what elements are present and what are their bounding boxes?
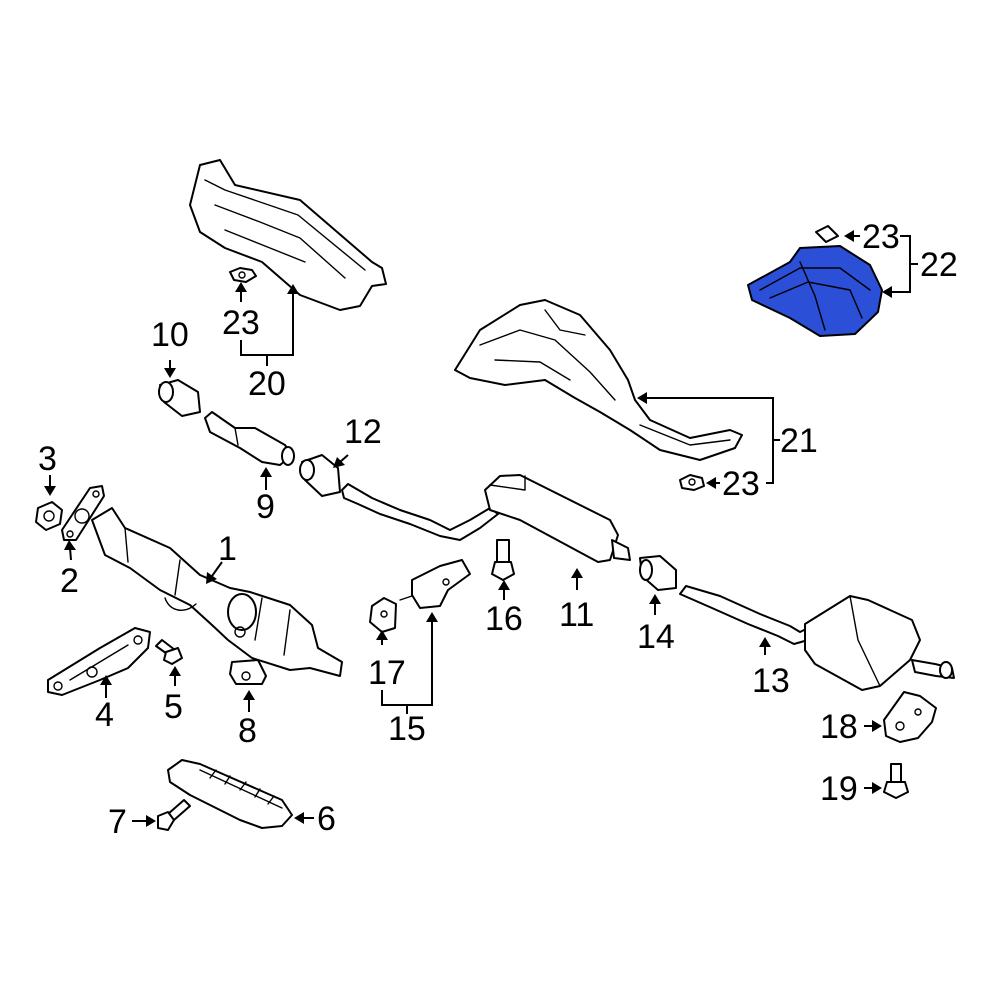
callout-2: 2: [60, 562, 79, 600]
part-12-clamp[interactable]: [299, 454, 341, 497]
callout-13-arrow: [759, 637, 771, 655]
callout-21-bracket: [637, 392, 780, 484]
callout-21: 21: [780, 422, 818, 460]
callout-4: 4: [95, 696, 114, 734]
callout-19: 19: [820, 770, 858, 808]
callout-23-front-arrow: [235, 282, 247, 302]
callout-11-arrow: [571, 568, 583, 590]
callout-16-arrow: [498, 580, 510, 600]
callout-10-arrow: [164, 360, 176, 378]
part-23-clip-top[interactable]: [815, 225, 839, 243]
callout-2-arrow: [64, 540, 76, 561]
part-18-bracket[interactable]: [883, 691, 937, 743]
part-3-nut[interactable]: [35, 501, 63, 531]
part-23-clip-front[interactable]: [229, 267, 257, 283]
part-4-bracket[interactable]: [47, 627, 151, 696]
part-14-clamp[interactable]: [639, 555, 677, 591]
part-20-front-heat-shield[interactable]: [189, 159, 387, 311]
callout-11: 11: [559, 596, 594, 634]
part-21-tunnel-heat-shield[interactable]: [454, 299, 743, 461]
callout-1: 1: [218, 530, 237, 568]
callout-1-arrow: [206, 561, 223, 584]
part-10-clamp[interactable]: [158, 379, 201, 417]
part-13-rear-muffler[interactable]: [679, 585, 955, 691]
callout-18-arrow: [864, 720, 882, 732]
callout-23-rear-arrow: [706, 477, 720, 489]
callout-6-arrow: [294, 812, 314, 824]
callout-4-arrow: [100, 675, 112, 698]
callout-23-top-arrow: [844, 230, 860, 242]
callout-10: 10: [151, 316, 189, 354]
part-2-gasket[interactable]: [61, 485, 105, 541]
callout-6: 6: [317, 800, 336, 838]
callout-15: 15: [388, 710, 426, 748]
part-11-intermediate-pipe[interactable]: [341, 474, 631, 563]
callout-13: 13: [752, 662, 790, 700]
callout-5: 5: [164, 688, 183, 726]
callout-7-arrow: [132, 815, 156, 827]
part-23-clip-rear[interactable]: [679, 474, 705, 491]
callout-17: 17: [368, 654, 406, 692]
callout-12: 12: [344, 413, 382, 451]
callout-15-bracket: [381, 612, 438, 714]
callout-14-arrow: [649, 594, 661, 615]
callout-9-arrow: [260, 467, 272, 490]
part-7-bolt[interactable]: [157, 799, 191, 831]
callout-22-bracket: [882, 235, 918, 298]
part-8-hanger[interactable]: [229, 659, 267, 685]
callout-5-arrow: [169, 666, 181, 686]
callout-16: 16: [485, 600, 523, 638]
callout-20: 20: [248, 365, 286, 403]
part-22-rear-heat-shield[interactable]: [747, 245, 883, 337]
part-17-insulator[interactable]: [369, 597, 397, 633]
part-16-bolt[interactable]: [491, 539, 515, 581]
callout-23-top: 23: [862, 218, 900, 256]
part-15-hanger-bracket[interactable]: [399, 559, 471, 609]
part-19-bolt[interactable]: [883, 763, 909, 799]
callout-23-front: 23: [222, 304, 260, 342]
callout-12-arrow: [333, 454, 349, 468]
callout-14: 14: [637, 618, 675, 656]
callout-23-rear: 23: [722, 465, 760, 503]
callout-8: 8: [238, 712, 257, 750]
callout-9: 9: [256, 488, 275, 526]
part-5-bolt[interactable]: [155, 639, 183, 665]
part-9-converter[interactable]: [204, 411, 295, 466]
callout-8-arrow: [243, 690, 255, 712]
callout-22: 22: [920, 246, 958, 284]
callout-18: 18: [820, 708, 858, 746]
callout-3-arrow: [44, 475, 56, 496]
callout-17-arrow: [376, 630, 388, 645]
callout-3: 3: [38, 440, 57, 478]
callout-19-arrow: [864, 782, 882, 794]
part-1-front-pipe[interactable]: [91, 507, 343, 677]
callout-7: 7: [108, 803, 127, 841]
callout-20-bracket: [240, 284, 299, 366]
part-6-lower-heat-shield[interactable]: [167, 759, 293, 829]
